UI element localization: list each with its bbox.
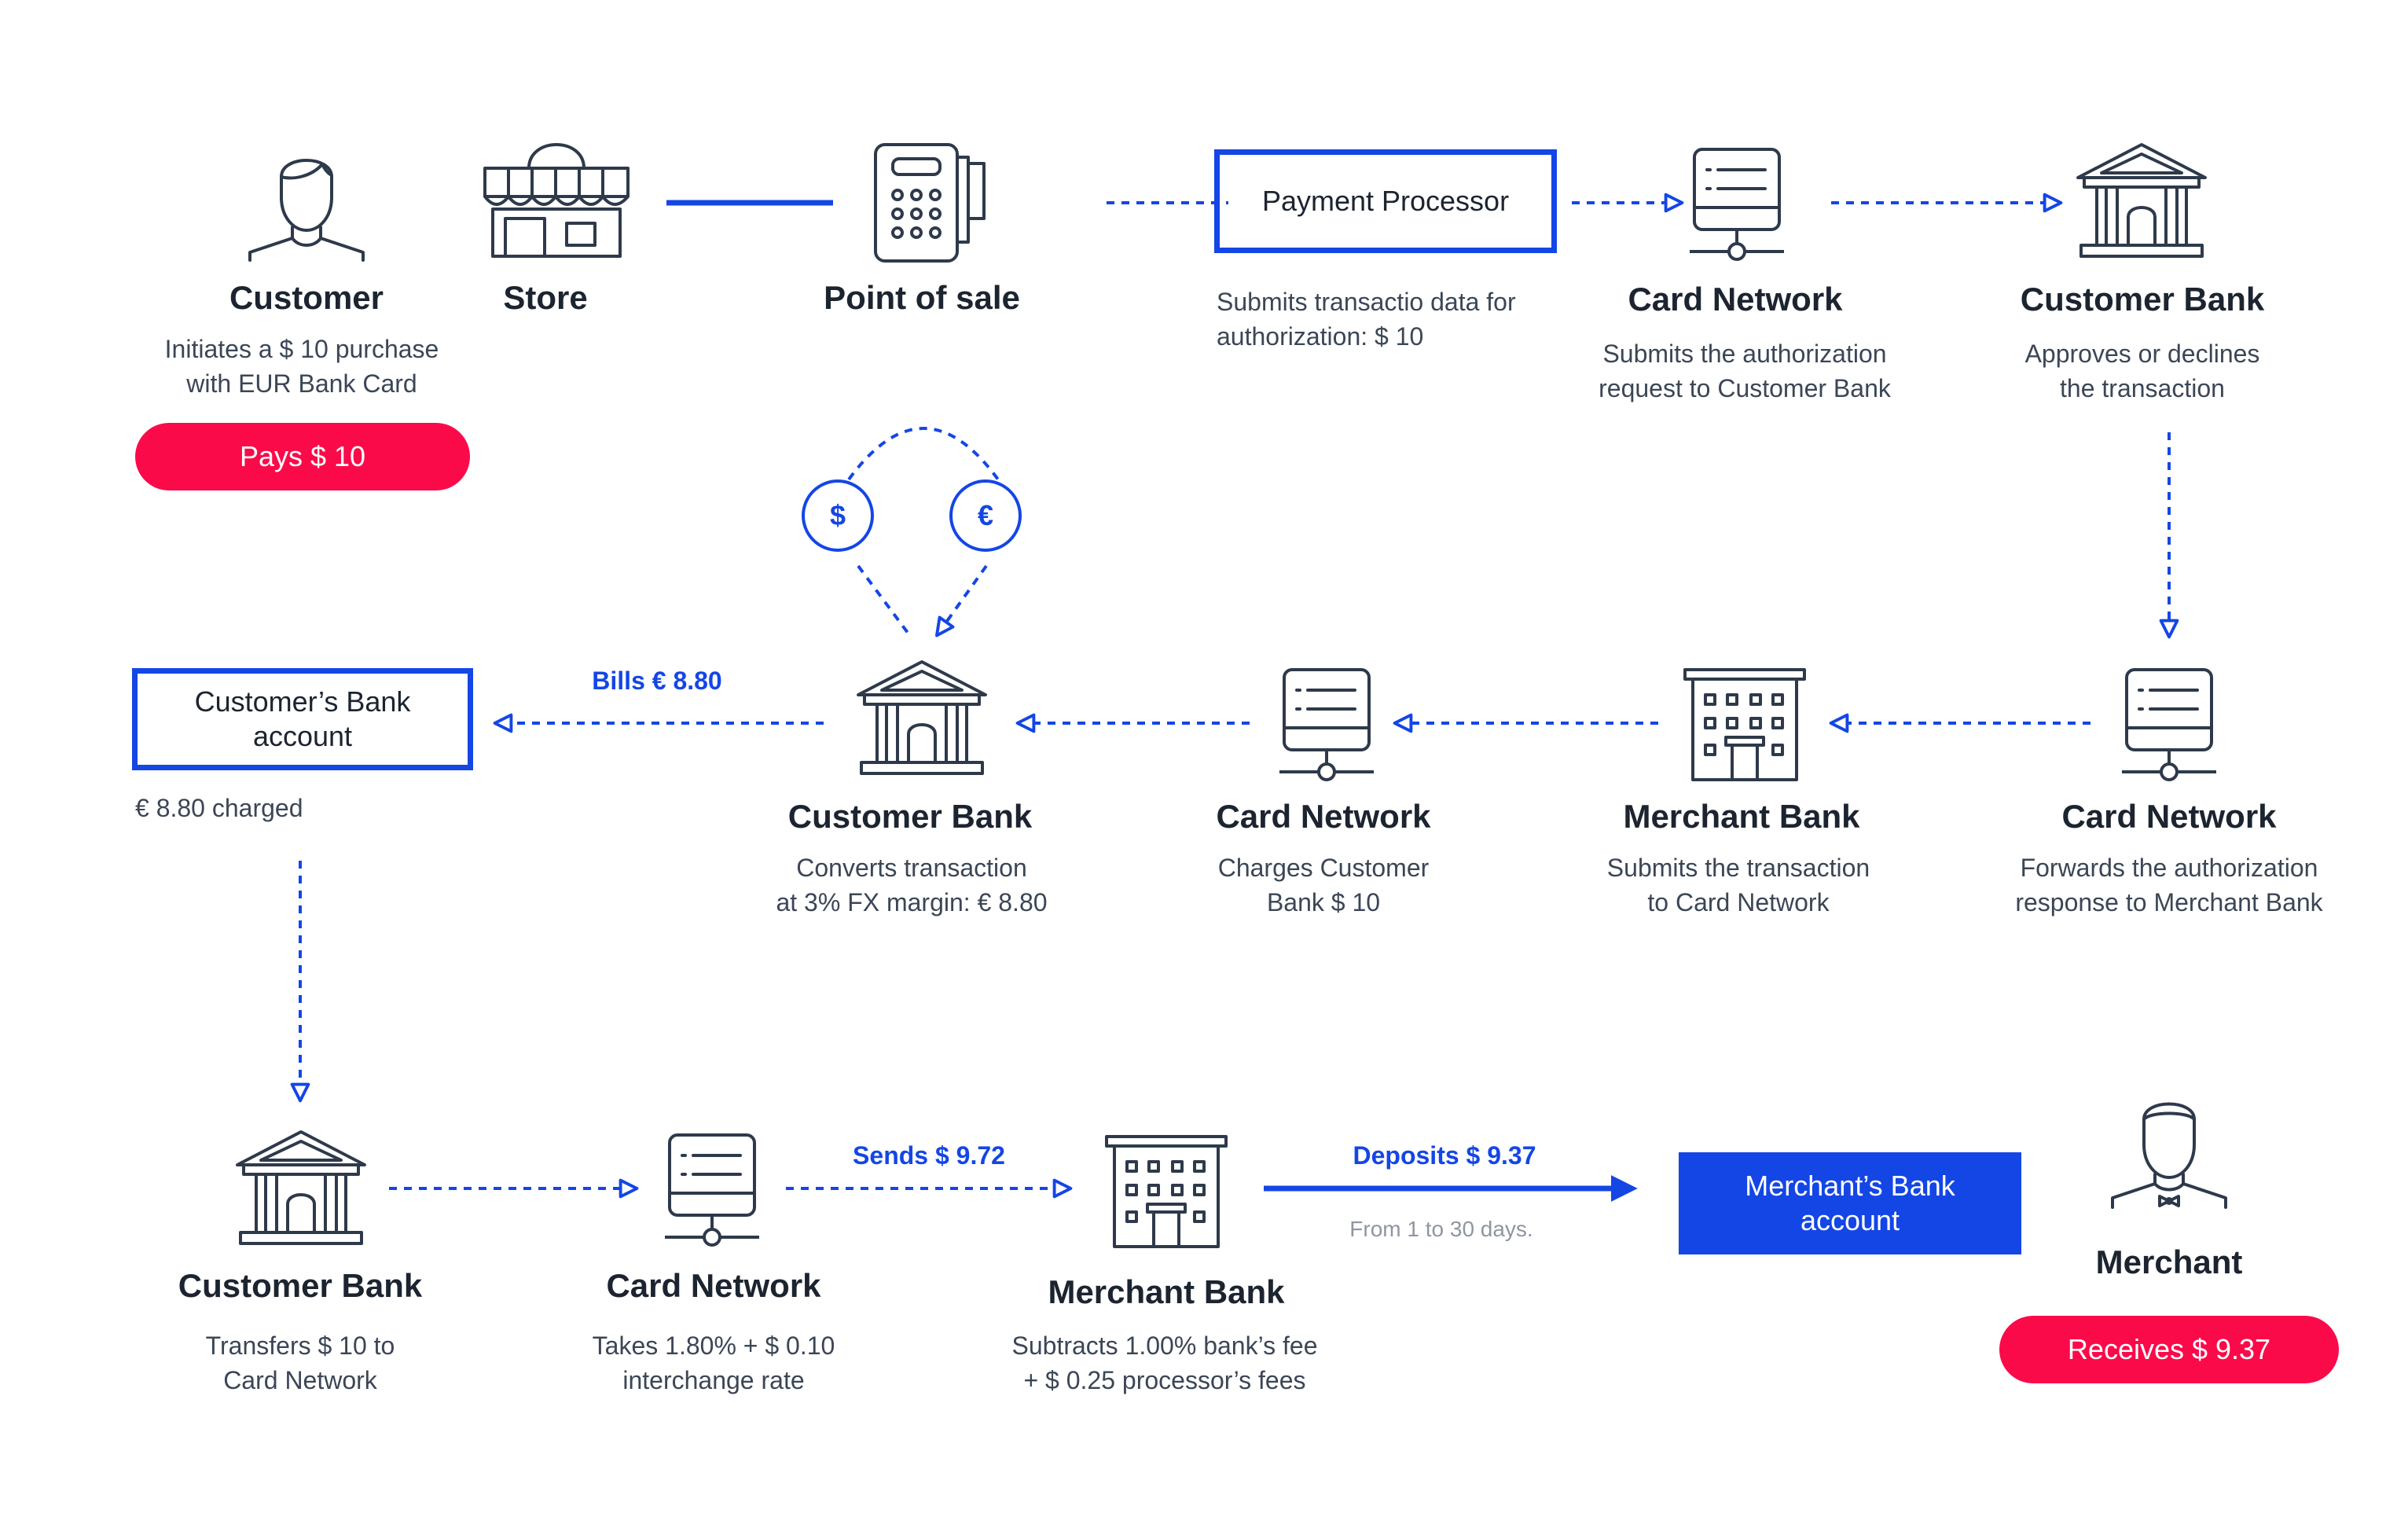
card-network-title: Card Network <box>1628 281 1843 318</box>
merchants-bank-account-box: Merchant’s Bank account <box>1679 1152 2021 1254</box>
customer-bank-title: Customer Bank <box>2020 281 2265 318</box>
card-network-desc-line: request to Customer Bank <box>1599 374 1891 402</box>
card-network-desc: Submits the authorization request to Cus… <box>1599 336 1891 406</box>
customer-bank-desc-line: Approves or declines <box>2024 340 2260 368</box>
card-network-desc-line: response to Merchant Bank <box>2015 888 2323 916</box>
card-network-title: Card Network <box>606 1267 821 1304</box>
customer-bank-desc-line: Card Network <box>223 1366 377 1394</box>
card-network-desc: Forwards the authorization response to M… <box>2015 850 2322 920</box>
merchant-title: Merchant <box>2095 1243 2243 1280</box>
dollar-circle: $ <box>802 479 874 552</box>
payment-processor-box: Payment Processor <box>1214 149 1557 253</box>
processor-desc: Submits transactio data for authorizatio… <box>1217 285 1516 354</box>
pos-title: Point of sale <box>824 279 1020 316</box>
customer-bank-desc-line: the transaction <box>2060 374 2225 402</box>
merchant-bank-title: Merchant Bank <box>1048 1273 1285 1310</box>
deposits-label: Deposits $ 9.37 <box>1353 1141 1536 1170</box>
card-network-desc-line: Submits the authorization <box>1602 340 1887 368</box>
merchant-bank-desc-line: + $ 0.25 processor’s fees <box>1023 1366 1306 1394</box>
euro-circle: € <box>949 479 1022 552</box>
store-title: Store <box>503 279 588 316</box>
customer-bank-desc-line: Converts transaction <box>796 854 1027 882</box>
merchant-bank-desc-line: to Card Network <box>1647 888 1830 916</box>
customer-desc-line: with EUR Bank Card <box>186 369 417 398</box>
merchant-bank-desc-line: Submits the transaction <box>1606 854 1870 882</box>
deposits-note: From 1 to 30 days. <box>1349 1217 1533 1241</box>
card-network-desc-line: interchange rate <box>622 1366 805 1394</box>
customer-bank-title: Customer Bank <box>787 798 1033 835</box>
merchant-person-icon <box>2111 1102 2227 1209</box>
edge-fx-left-down <box>857 564 909 634</box>
card-network-title: Card Network <box>1216 798 1431 835</box>
customer-bank-desc-line: at 3% FX margin: € 8.80 <box>776 888 1048 916</box>
customer-bank-icon <box>2076 143 2207 258</box>
edge-fx-right-down <box>935 564 988 637</box>
sends-label: Sends $ 9.72 <box>853 1141 1005 1170</box>
customers-bank-account-line: account <box>252 720 353 752</box>
merchants-bank-account-line: Merchant’s Bank <box>1745 1170 1955 1202</box>
merchants-bank-account-line: account <box>1800 1204 1900 1236</box>
merchant-bank-building-icon <box>1105 1135 1228 1248</box>
customer-bank-desc: Approves or declines the transaction <box>2025 336 2260 406</box>
bills-label: Bills € 8.80 <box>592 667 722 695</box>
customer-desc: Initiates a $ 10 purchase with EUR Bank … <box>165 332 439 401</box>
merchant-bank-desc: Submits the transaction to Card Network <box>1607 850 1870 920</box>
card-network-desc: Charges Customer Bank $ 10 <box>1218 850 1430 920</box>
card-network-desc-line: Bank $ 10 <box>1266 888 1381 916</box>
merchant-bank-desc-line: Subtracts 1.00% bank’s fee <box>1011 1332 1318 1360</box>
card-network-server-icon <box>2122 668 2216 781</box>
receives-pill: Receives $ 9.37 <box>1999 1316 2339 1383</box>
customers-bank-account-box: Customer’s Bank account <box>132 668 473 770</box>
merchant-bank-title: Merchant Bank <box>1623 798 1860 835</box>
customer-bank-desc: Converts transaction at 3% FX margin: € … <box>776 850 1047 920</box>
customer-bank-desc-line: Transfers $ 10 to <box>205 1332 395 1360</box>
customer-bank-icon <box>857 660 987 775</box>
processor-desc-line: Submits transactio data for <box>1217 288 1516 316</box>
card-network-title: Card Network <box>2061 798 2277 835</box>
merchant-bank-building-icon <box>1683 668 1806 781</box>
customer-title: Customer <box>229 279 384 316</box>
customer-bank-icon <box>236 1130 366 1245</box>
processor-desc-line: authorization: $ 10 <box>1217 322 1424 351</box>
customer-bank-desc: Transfers $ 10 to Card Network <box>206 1328 395 1398</box>
customers-bank-account-line: Customer’s Bank <box>194 685 411 718</box>
card-network-desc-line: Takes 1.80% + $ 0.10 <box>592 1332 835 1360</box>
charged-desc: € 8.80 charged <box>135 794 303 822</box>
pays-pill: Pays $ 10 <box>135 423 470 490</box>
card-network-desc-line: Charges Customer <box>1217 854 1430 882</box>
customer-bank-title: Customer Bank <box>178 1267 423 1304</box>
pos-terminal-icon <box>874 143 986 263</box>
customer-person-icon <box>248 159 365 262</box>
card-network-server-icon <box>665 1133 759 1247</box>
edge-fx-top-arc <box>847 427 1000 481</box>
merchant-bank-desc: Subtracts 1.00% bank’s fee + $ 0.25 proc… <box>1012 1328 1318 1398</box>
card-network-server-icon <box>1279 668 1374 781</box>
card-network-desc: Takes 1.80% + $ 0.10 interchange rate <box>593 1328 835 1398</box>
store-icon <box>483 143 630 258</box>
customer-desc-line: Initiates a $ 10 purchase <box>164 335 439 363</box>
card-network-desc-line: Forwards the authorization <box>2020 854 2318 882</box>
card-network-server-icon <box>1690 148 1784 261</box>
